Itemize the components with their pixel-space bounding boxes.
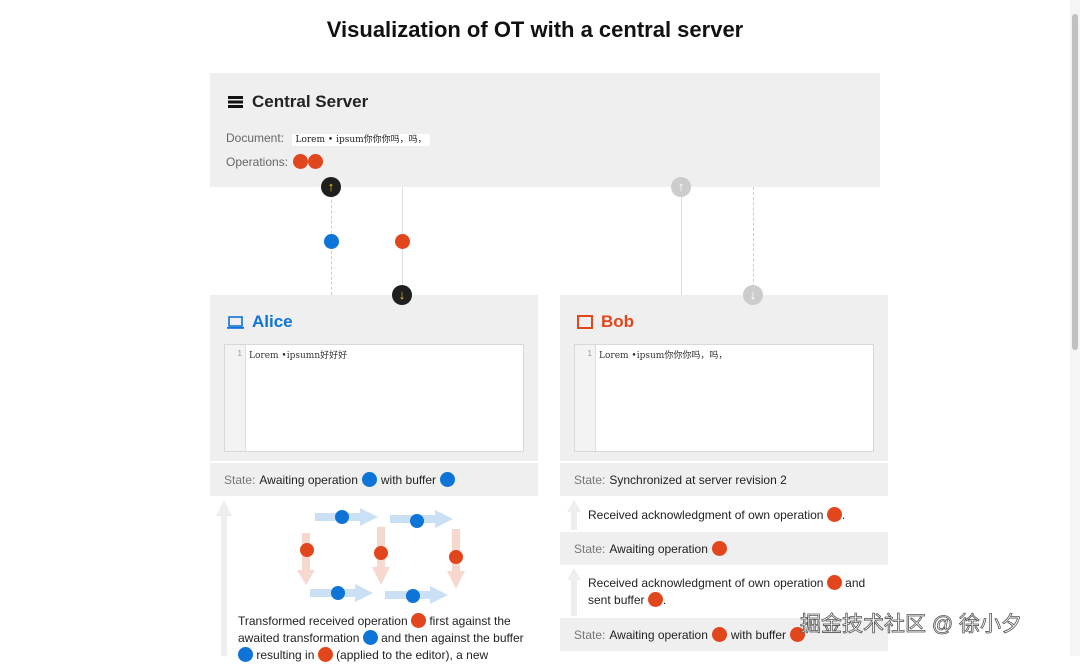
document-label: Document: [226,131,285,145]
server-icon [228,96,243,108]
state-text: Awaiting operation [259,472,358,487]
bob-receive-arrow-icon[interactable]: ↓ [743,285,763,305]
history-arrow-icon [216,500,232,656]
bob-name: Bob [601,312,635,331]
bob-panel: Bob 1 Lorem •ipsum你你你吗，吗， [560,295,888,461]
tablet-icon [577,315,593,329]
bob-state-2: State:Awaiting operation [560,532,888,565]
awaiting-dot [361,472,377,487]
bob-editor[interactable]: 1 Lorem •ipsum你你你吗，吗， [574,344,874,452]
incoming-operation-dot [395,234,410,249]
line-number: 1 [225,345,246,451]
bob-log-entry-1: Received acknowledgment of own operation… [588,507,846,522]
alice-receive-arrow-icon[interactable]: ↓ [392,285,412,305]
bob-upstream-line [681,190,682,295]
operations-label: Operations: [226,155,289,169]
bob-downstream-line [753,187,754,287]
alice-editor-content[interactable]: Lorem •ipsumn好好好 [249,351,348,361]
document-value: Lorem • ipsum你你你吗，吗， [292,134,430,146]
scrollbar[interactable] [1070,0,1080,656]
bob-state-1: State:Synchronized at server revision 2 [560,463,888,496]
alice-name: Alice [252,312,293,331]
alice-log-entry: Transformed received operation first aga… [238,613,524,662]
state-buffer-text: with buffer [380,472,437,487]
server-title: Central Server [252,92,369,111]
laptop-icon [227,315,244,329]
bob-log-entry-2: Received acknowledgment of own operation… [588,575,866,607]
bob-editor-content[interactable]: Lorem •ipsum你你你吗，吗， [599,351,728,361]
operation-dot [307,154,323,169]
bob-send-arrow-icon[interactable]: ↑ [671,177,691,197]
alice-editor[interactable]: 1 Lorem •ipsumn好好好 [224,344,524,452]
history-arrow-icon [567,568,581,616]
buffer-dot [440,472,456,487]
state-label: State: [224,472,256,487]
alice-state: State: Awaiting operation with buffer [210,463,538,496]
line-number: 1 [575,345,596,451]
alice-send-arrow-icon[interactable]: ↑ [321,177,341,197]
history-arrow-icon [567,500,581,530]
scrollbar-thumb[interactable] [1072,14,1078,350]
pending-operation-dot [324,234,339,249]
watermark: 掘金技术社区 @ 徐小夕 [800,613,1023,637]
central-server-panel: Central Server Document: Lorem • ipsum你你… [210,73,880,187]
transformation-diagram [297,508,465,604]
alice-panel: Alice 1 Lorem •ipsumn好好好 [210,295,538,461]
operation-dot [292,154,308,169]
page-title: Visualization of OT with a central serve… [326,17,744,42]
